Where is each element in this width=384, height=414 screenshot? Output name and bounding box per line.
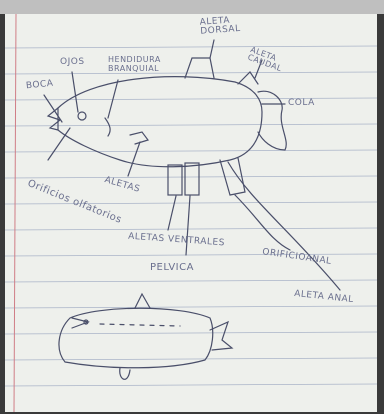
label-ojos: OJOS <box>60 57 85 67</box>
label-pelvica: PELVICA <box>150 262 194 273</box>
label-cola: COLA <box>288 98 315 108</box>
label-hendidura-branquial: HENDIDURA BRANQUIAL <box>108 55 168 73</box>
label-aleta-dorsal: ALETA DORSAL <box>199 15 250 36</box>
